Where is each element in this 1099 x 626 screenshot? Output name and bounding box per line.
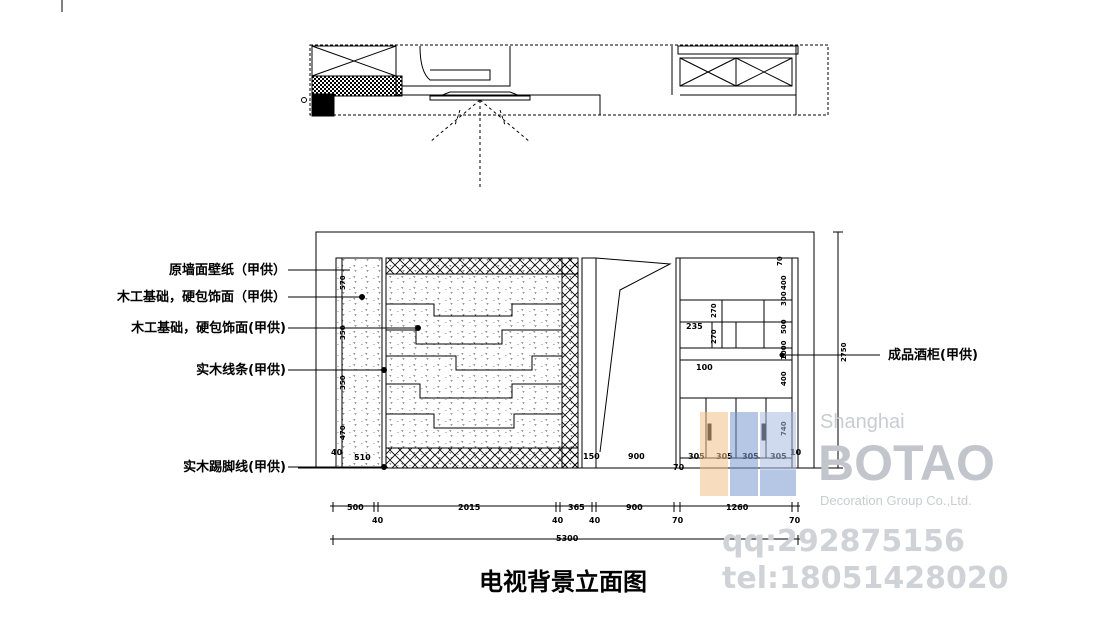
dim-1260: 1260	[726, 503, 749, 512]
svg-text:300: 300	[780, 291, 788, 306]
callout-wine-cabinet: 成品酒柜(甲供)	[888, 347, 978, 363]
dim-inner-510: 510	[354, 453, 371, 462]
svg-text:400: 400	[780, 371, 788, 386]
svg-text:270: 270	[710, 329, 718, 344]
svg-text:400: 400	[780, 275, 788, 290]
dim-inner-40: 40	[331, 448, 343, 457]
callout-leaders	[288, 269, 880, 470]
dim-2015: 2015	[458, 503, 481, 512]
svg-text:270: 270	[710, 303, 718, 318]
dim-inner-70: 70	[673, 463, 685, 472]
callout-wood-strip: 实木线条(甲供)	[196, 362, 286, 378]
dim-inner-235: 235	[686, 322, 703, 331]
svg-text:350: 350	[339, 375, 347, 390]
dim-70-a: 70	[672, 516, 684, 525]
watermark-tel: tel:18051428020	[722, 561, 1009, 596]
svg-text:570: 570	[339, 275, 347, 290]
dim-inner-305-a: 305	[688, 452, 705, 461]
dim-height-2750: 2750	[840, 342, 848, 362]
dim-500: 500	[347, 503, 364, 512]
dim-inner-900: 900	[628, 452, 645, 461]
watermark-qq: qq:292875156	[722, 524, 965, 559]
dim-40-c: 40	[589, 516, 601, 525]
callout-skirting: 实木踢脚线(甲供)	[183, 459, 286, 475]
callout-hardpack-1: 木工基础，硬包饰面（甲供）	[116, 289, 286, 305]
bottom-dimension-chain	[330, 502, 800, 545]
elevation-frame	[298, 231, 843, 469]
svg-text:470: 470	[339, 425, 347, 440]
svg-text:500: 500	[780, 319, 788, 334]
dim-inner-100: 100	[696, 363, 713, 372]
left-vertical-dims: 570 350 350 470	[339, 275, 347, 440]
dim-40-b: 40	[552, 516, 564, 525]
callout-wallpaper: 原墙面壁纸（甲供）	[169, 262, 286, 278]
dim-40-a: 40	[372, 516, 384, 525]
dim-total-5300: 5300	[556, 534, 579, 543]
watermark-logo	[700, 412, 796, 496]
svg-text:350: 350	[339, 325, 347, 340]
watermark-city: Shanghai	[820, 411, 905, 433]
company-watermark: Shanghai BOTAO Decoration Group Co.,Ltd.…	[700, 411, 1009, 596]
dim-365: 365	[568, 503, 585, 512]
watermark-brand: BOTAO	[818, 435, 995, 491]
watermark-subtitle: Decoration Group Co.,Ltd.	[820, 493, 972, 508]
dim-900: 900	[626, 503, 643, 512]
callout-hardpack-2: 木工基础，硬包饰面(甲供)	[130, 320, 286, 336]
plan-view	[301, 44, 829, 190]
drawing-title: 电视背景立面图	[479, 567, 647, 596]
svg-text:1000: 1000	[780, 340, 788, 360]
svg-text:70: 70	[776, 256, 784, 266]
dim-70-b: 70	[789, 516, 801, 525]
dim-inner-150: 150	[583, 452, 600, 461]
